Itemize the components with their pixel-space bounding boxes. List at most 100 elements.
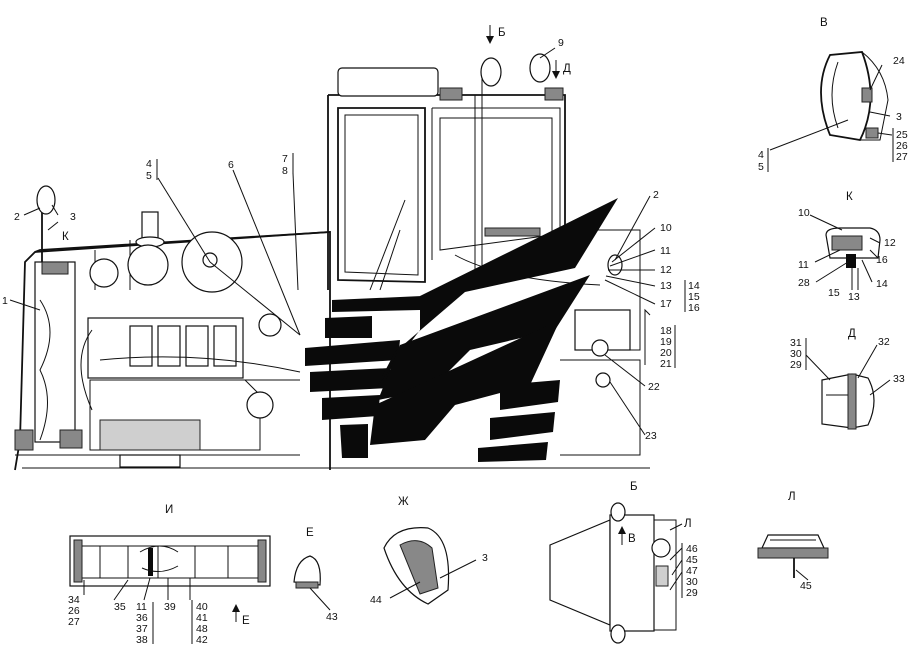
callout-2-rear: 2 [653, 189, 659, 201]
side-block-2 [490, 412, 555, 440]
wire-harness-engine [99, 261, 301, 381]
side-block-3 [478, 442, 548, 462]
stripe-1 [332, 296, 422, 312]
chevron-upper [376, 198, 618, 388]
view-i-end-right [257, 539, 267, 583]
front-bracket [14, 429, 34, 451]
callout-7: 7 [282, 153, 288, 165]
view-i-callout-38: 38 [136, 634, 148, 646]
hood-top [34, 231, 331, 253]
view-b-title: Б [630, 481, 638, 493]
view-k-callout-12: 12 [884, 237, 896, 249]
view-zh-callout-44: 44 [370, 594, 382, 606]
control-lever [379, 229, 401, 291]
rear-light-lower [595, 372, 611, 388]
engine-hose [80, 329, 93, 411]
callout-12: 12 [660, 264, 672, 276]
view-v-title: В [820, 17, 828, 29]
view-arrow-k [47, 221, 59, 231]
callout-17: 17 [660, 298, 672, 310]
cab-door-window [344, 114, 419, 276]
view-k-callout-28: 28 [798, 277, 810, 289]
view-l-lamp-base [757, 547, 829, 559]
callout-22: 22 [648, 381, 660, 393]
view-b-cone [549, 519, 611, 626]
view-b-callout-29: 29 [686, 587, 698, 599]
view-i-cells [82, 545, 258, 579]
stripe-6 [340, 424, 368, 458]
view-i-callout-35: 35 [114, 601, 126, 613]
cab-wire [474, 78, 483, 280]
view-b-bottom-lamp [610, 624, 626, 644]
view-zh-title: Ж [398, 496, 409, 508]
rear-light-upper [607, 254, 623, 276]
view-i-callout-36: 36 [136, 612, 148, 624]
view-b-body [609, 514, 655, 632]
stripe-5 [322, 395, 380, 420]
cylinder-1 [129, 325, 153, 367]
view-v-callout-26: 26 [896, 140, 908, 152]
control-panel [484, 227, 541, 237]
view-zh-callout-3: 3 [482, 552, 488, 564]
view-l-callout-45: 45 [800, 580, 812, 592]
view-zh-lens [399, 540, 439, 595]
callout-13: 13 [660, 280, 672, 292]
view-k-callout-13: 13 [848, 291, 860, 303]
view-i-callout-34: 34 [68, 594, 80, 606]
stripe-2 [325, 316, 372, 338]
view-i-fuse [148, 548, 153, 576]
cylinder-2 [157, 325, 181, 367]
view-b-frame [654, 519, 677, 631]
view-e-base [295, 581, 319, 589]
side-block-1 [500, 380, 560, 410]
cab-roof [337, 67, 439, 97]
view-l-title: Л [788, 491, 796, 503]
cylinder-3 [185, 325, 209, 367]
view-d-callout-33: 33 [893, 373, 905, 385]
callout-2-front: 2 [14, 211, 20, 223]
view-arrow-b-label: Б [498, 27, 506, 39]
view-v-clamp [865, 127, 879, 139]
callout-4: 4 [146, 158, 152, 170]
view-i-wires [139, 545, 179, 572]
callout-20: 20 [660, 347, 672, 359]
callout-11: 11 [660, 245, 671, 257]
callout-9: 9 [558, 37, 564, 49]
view-v-callout-25: 25 [896, 129, 908, 141]
view-b-callout-47: 47 [686, 565, 698, 577]
view-i-callout-27: 27 [68, 616, 80, 628]
callouts-main: 1 2 3 4 5 6 7 8 9 2 10 11 12 13 14 15 16… [2, 37, 700, 442]
leader-lines-main [9, 47, 656, 436]
view-b-callout-45: 45 [686, 554, 698, 566]
view-i-callout-40: 40 [196, 601, 208, 613]
view-i-arrow-e-head [232, 604, 240, 612]
callout-15: 15 [688, 291, 700, 303]
view-i-callout-41: 41 [196, 612, 208, 624]
view-b-callout-46: 46 [686, 543, 698, 555]
callout-1: 1 [2, 295, 8, 307]
steering-lever [369, 199, 406, 291]
view-b-top-lamp [610, 502, 626, 522]
view-k-title: К [846, 191, 853, 203]
view-b-round-lamp [651, 538, 671, 558]
view-k-lens [831, 235, 863, 251]
view-i-callout-26: 26 [68, 605, 80, 617]
view-i-callout-11: 11 [136, 601, 147, 613]
view-d-inset: Д 31 30 29 32 33 [790, 328, 905, 430]
view-b-arrow-l-label: Л [684, 518, 692, 530]
view-l-inset: Л 45 [757, 491, 829, 592]
callout-19: 19 [660, 336, 672, 348]
chevron-middle [378, 275, 590, 400]
view-v-callout-5: 5 [758, 161, 764, 173]
view-v-callout-27: 27 [896, 151, 908, 163]
callout-14: 14 [688, 280, 700, 292]
view-b-callout-30: 30 [686, 576, 698, 588]
callout-23: 23 [645, 430, 657, 442]
view-v-callout-24: 24 [893, 55, 905, 67]
view-d-mount [847, 373, 857, 430]
view-arrow-d-head [552, 71, 560, 79]
filter-cap [202, 252, 218, 268]
view-v-connector [861, 87, 873, 103]
